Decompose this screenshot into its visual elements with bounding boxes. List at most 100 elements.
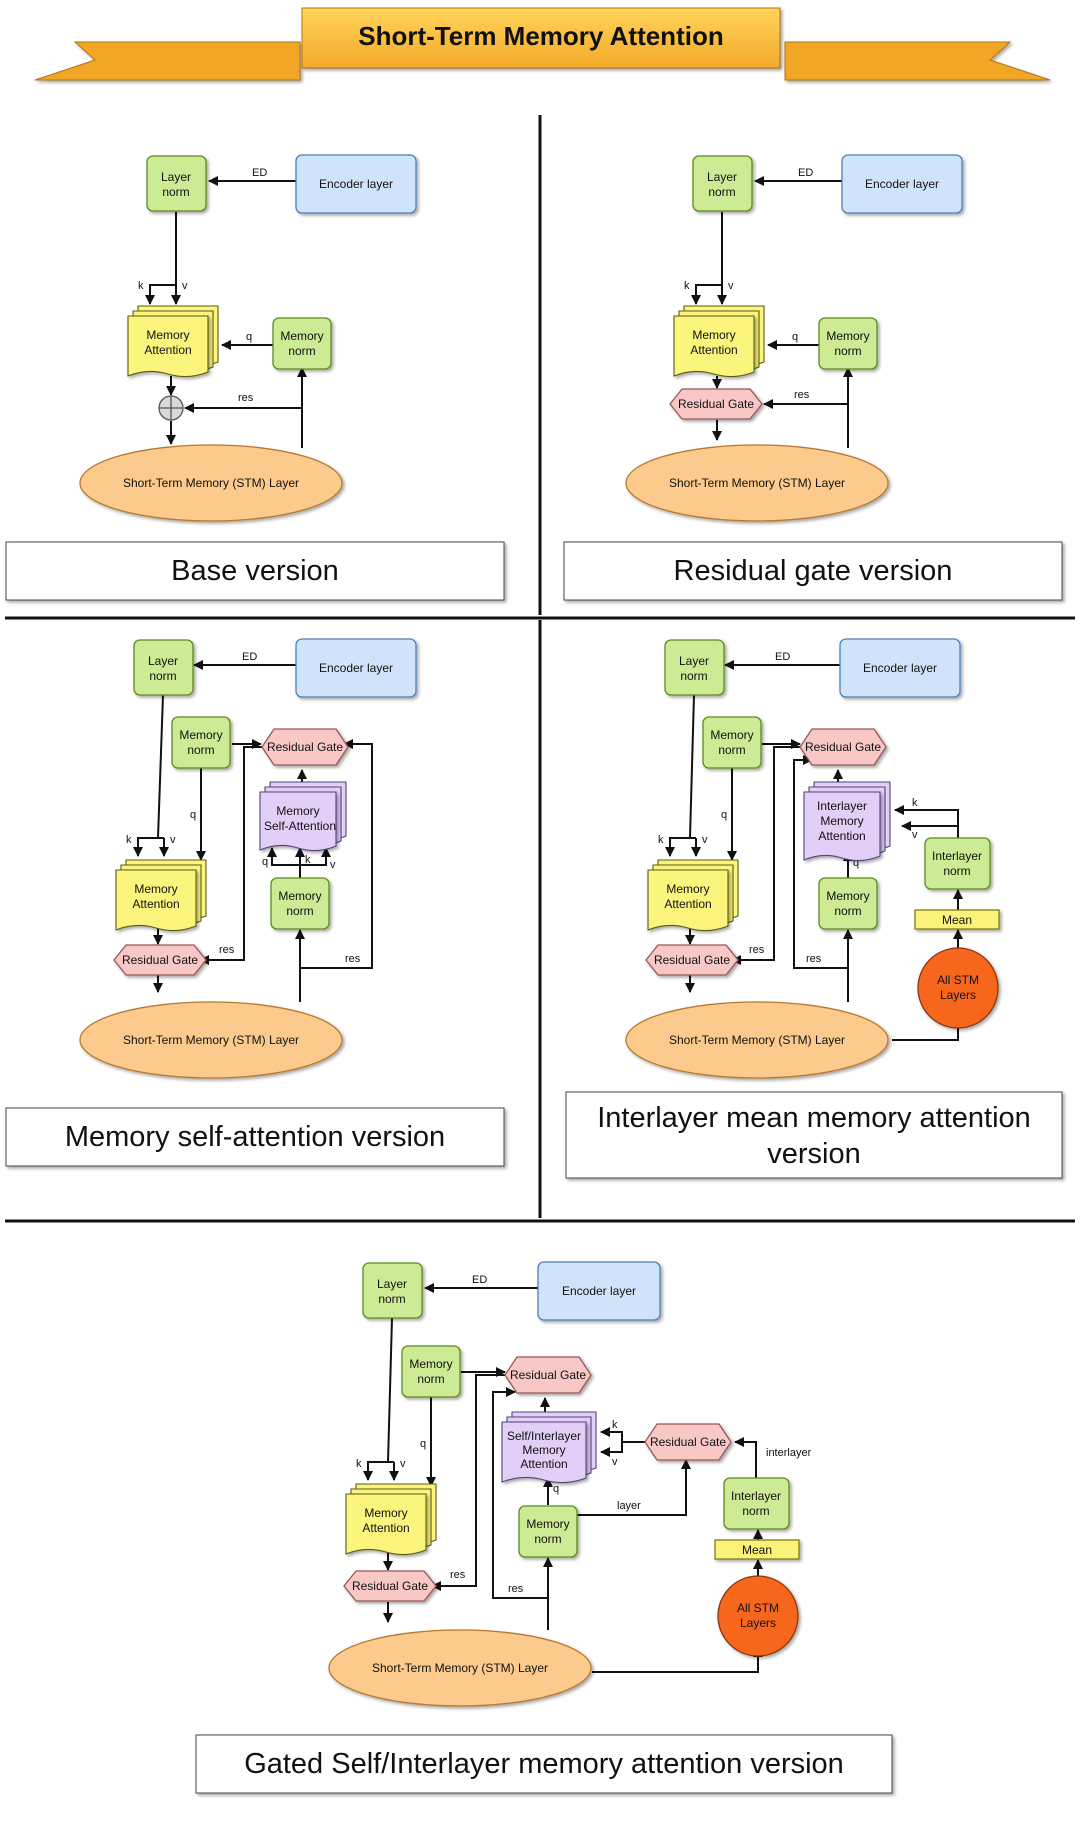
panel-interlayer-mean-version: ED k v q res res q k v Layer norm E <box>565 638 1063 1179</box>
memory-norm-node-2: Memory norm <box>518 1505 578 1558</box>
svg-text:norm: norm <box>742 1504 769 1518</box>
memory-attention-node: Memory Attention <box>345 1483 437 1556</box>
memory-norm-node: Memory norm <box>818 317 878 370</box>
svg-text:Base version: Base version <box>171 555 339 587</box>
edge-k <box>363 1461 394 1481</box>
svg-text:Layer: Layer <box>148 654 178 668</box>
edge-k <box>133 837 164 857</box>
svg-text:Attention: Attention <box>520 1457 567 1471</box>
memory-attention-node: Memory Attention <box>673 305 765 378</box>
caption-gated-version: Gated Self/Interlayer memory attention v… <box>195 1734 893 1794</box>
layer-norm-node: Layer norm <box>362 1262 423 1319</box>
edge-label-res: res <box>219 944 235 956</box>
svg-text:norm: norm <box>378 1292 405 1306</box>
svg-text:Mean: Mean <box>942 913 972 927</box>
mean-node: Mean <box>714 1539 800 1560</box>
edge-gate-res <box>199 746 262 965</box>
interlayer-norm-node: Interlayer norm <box>924 837 991 890</box>
edge-label-res: res <box>238 392 254 404</box>
title-banner: Short-Term Memory Attention <box>34 7 1051 81</box>
edge-label-q: q <box>420 1438 426 1450</box>
svg-text:Memory: Memory <box>710 728 753 742</box>
edge-res-loop <box>492 1387 548 1599</box>
svg-text:Memory: Memory <box>409 1357 452 1371</box>
svg-text:Encoder layer: Encoder layer <box>863 661 937 675</box>
svg-text:Memory self-attention version: Memory self-attention version <box>65 1121 445 1153</box>
add-icon <box>158 395 184 421</box>
memory-attention-node: Memory Attention <box>127 305 219 378</box>
memory-self-attention-node: Memory Self-Attention <box>259 781 347 852</box>
svg-text:Short-Term Memory (STM) Layer: Short-Term Memory (STM) Layer <box>669 476 845 490</box>
edge-label-res: res <box>806 953 822 965</box>
encoder-layer-node: Encoder layer <box>839 638 961 698</box>
edge-label-k: k <box>138 280 144 292</box>
svg-text:Residual Gate: Residual Gate <box>650 1435 726 1449</box>
edge-label-q: q <box>190 809 196 821</box>
edge-label-v: v <box>612 1456 618 1468</box>
caption-residual-gate-version: Residual gate version <box>563 541 1063 601</box>
svg-text:Encoder layer: Encoder layer <box>319 661 393 675</box>
edge-label-k: k <box>612 1419 618 1431</box>
edge-label-v: v <box>702 834 708 846</box>
all-stm-layers-node: All STM Layers <box>917 947 999 1029</box>
stm-layer-node: Short-Term Memory (STM) Layer <box>79 444 343 522</box>
svg-text:All STM: All STM <box>937 973 979 987</box>
edge-label-res: res <box>345 953 361 965</box>
edge-label-ed: ED <box>798 167 813 179</box>
residual-gate-node: Residual Gate <box>669 388 763 420</box>
svg-text:Memory: Memory <box>276 804 319 818</box>
edge-label-ed: ED <box>775 651 790 663</box>
svg-text:Attention: Attention <box>818 829 865 843</box>
svg-text:Layer: Layer <box>679 654 709 668</box>
edge-label-res: res <box>450 1569 466 1581</box>
svg-text:Attention: Attention <box>690 343 737 357</box>
caption-memory-self-attention-version: Memory self-attention version <box>5 1107 505 1167</box>
svg-text:Layers: Layers <box>740 1616 776 1630</box>
svg-text:norm: norm <box>288 344 315 358</box>
svg-text:Memory: Memory <box>134 882 177 896</box>
svg-text:norm: norm <box>943 864 970 878</box>
edge-gate3-v <box>600 1442 623 1457</box>
svg-text:Short-Term Memory (STM) Layer: Short-Term Memory (STM) Layer <box>669 1033 845 1047</box>
edge-stm-to-allstm <box>592 1647 763 1673</box>
edge-label-interlayer: interlayer <box>766 1447 812 1459</box>
caption-interlayer-mean-version: Interlayer mean memory attention version <box>565 1091 1063 1179</box>
svg-text:Encoder layer: Encoder layer <box>319 177 393 191</box>
svg-text:Interlayer: Interlayer <box>932 849 982 863</box>
edge-label-v: v <box>400 1458 406 1470</box>
svg-text:Residual Gate: Residual Gate <box>654 953 730 967</box>
svg-text:version: version <box>767 1138 861 1170</box>
svg-text:Residual Gate: Residual Gate <box>352 1579 428 1593</box>
edge-label-v: v <box>912 829 918 841</box>
svg-text:Memory: Memory <box>179 728 222 742</box>
edge-label-v: v <box>728 280 734 292</box>
interlayer-norm-node: Interlayer norm <box>723 1477 790 1530</box>
edge-label-layer: layer <box>617 1500 641 1512</box>
residual-gate-node: Residual Gate <box>343 1570 437 1602</box>
svg-text:Residual Gate: Residual Gate <box>267 740 343 754</box>
edge-label-ed: ED <box>252 167 267 179</box>
svg-text:Residual Gate: Residual Gate <box>678 397 754 411</box>
residual-gate-node-2: Residual Gate <box>504 1356 592 1394</box>
svg-text:All STM: All STM <box>737 1601 779 1615</box>
edge-layernorm-down <box>157 694 164 839</box>
memory-norm-node-2: Memory norm <box>270 877 330 930</box>
svg-text:Residual Gate: Residual Gate <box>805 740 881 754</box>
svg-text:norm: norm <box>834 344 861 358</box>
stm-layer-node: Short-Term Memory (STM) Layer <box>79 1001 343 1079</box>
page-title: Short-Term Memory Attention <box>358 21 723 51</box>
svg-text:Interlayer: Interlayer <box>731 1489 781 1503</box>
svg-text:norm: norm <box>286 904 313 918</box>
svg-text:Layer: Layer <box>161 170 191 184</box>
edge-memnorm2-to-selfattn <box>267 847 301 878</box>
encoder-layer-node: Encoder layer <box>295 154 417 214</box>
layer-norm-node: Layer norm <box>664 639 725 696</box>
edge-res-loop <box>793 755 848 969</box>
memory-norm-node: Memory norm <box>272 317 332 370</box>
memory-attention-node: Memory Attention <box>115 859 207 932</box>
svg-text:Layer: Layer <box>707 170 737 184</box>
svg-text:Short-Term Memory (STM) Layer: Short-Term Memory (STM) Layer <box>372 1661 548 1675</box>
stm-layer-node: Short-Term Memory (STM) Layer <box>625 1001 889 1079</box>
mean-node: Mean <box>914 909 1000 930</box>
svg-text:Memory: Memory <box>522 1443 565 1457</box>
